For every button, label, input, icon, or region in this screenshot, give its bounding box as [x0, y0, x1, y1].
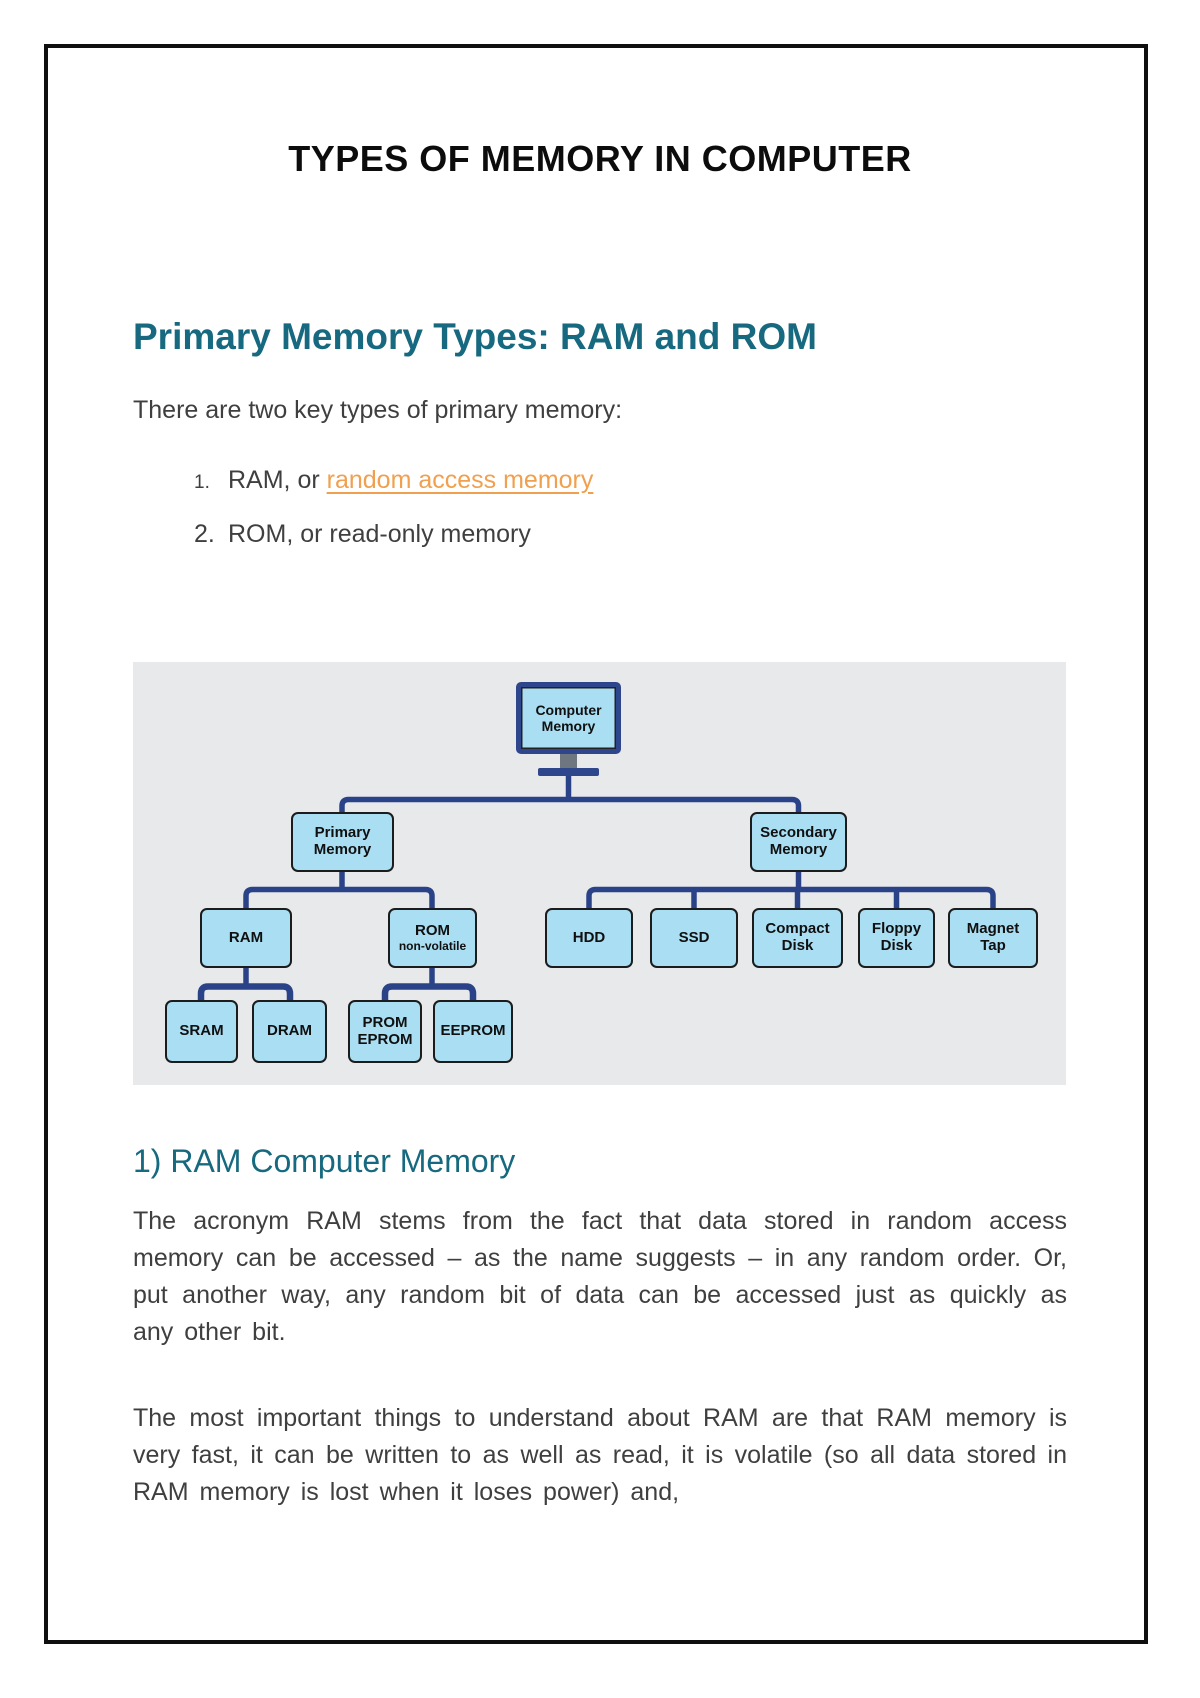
diagram-connectors — [197, 774, 996, 1000]
memory-hierarchy-diagram: Computer Memory Primary Memory Secondary… — [133, 662, 1066, 1085]
section-heading-primary-memory: Primary Memory Types: RAM and ROM — [133, 316, 817, 357]
list-item-ram: 1. RAM, or random access memory — [194, 466, 593, 495]
random-access-memory-link[interactable]: random access memory — [326, 466, 594, 494]
computer-monitor-icon: Computer Memory — [516, 682, 621, 776]
diagram-box-sram: SRAM — [165, 1000, 238, 1063]
diagram-box-compact-disk: Compact Disk — [752, 908, 843, 968]
diagram-box-dram: DRAM — [252, 1000, 327, 1063]
section-heading-ram-computer-memory: 1) RAM Computer Memory — [133, 1143, 516, 1179]
list-number: 2. — [194, 520, 215, 548]
monitor-stand-neck — [560, 754, 577, 769]
rom-sublabel: non-volatile — [398, 938, 467, 953]
diagram-box-ssd: SSD — [650, 908, 738, 968]
document-title: TYPES OF MEMORY IN COMPUTER — [288, 138, 912, 179]
list-item-text: RAM, or — [228, 466, 327, 494]
diagram-box-primary-memory: Primary Memory — [291, 812, 394, 872]
diagram-box-prom-eprom: PROM EPROM — [348, 1000, 422, 1063]
rom-label: ROM — [415, 921, 450, 939]
paragraph-ram-important: The most important things to understand … — [133, 1404, 1067, 1506]
diagram-box-eeprom: EEPROM — [433, 1000, 513, 1063]
diagram-box-floppy-disk: Floppy Disk — [858, 908, 935, 968]
diagram-box-ram: RAM — [200, 908, 292, 968]
monitor-stand-base — [538, 768, 599, 776]
list-item-rom: 2. ROM, or read-only memory — [194, 520, 531, 549]
paragraph-ram-acronym: The acronym RAM stems from the fact that… — [133, 1207, 1067, 1346]
list-item-text: ROM, or read-only memory — [228, 520, 531, 548]
list-number: 1. — [194, 472, 210, 493]
diagram-box-secondary-memory: Secondary Memory — [750, 812, 847, 872]
diagram-box-hdd: HDD — [545, 908, 633, 968]
diagram-box-computer-memory: Computer Memory — [516, 682, 621, 754]
intro-paragraph: There are two key types of primary memor… — [133, 396, 623, 424]
diagram-box-rom: ROM non-volatile — [388, 908, 477, 968]
diagram-box-magnet-tap: Magnet Tap — [948, 908, 1038, 968]
